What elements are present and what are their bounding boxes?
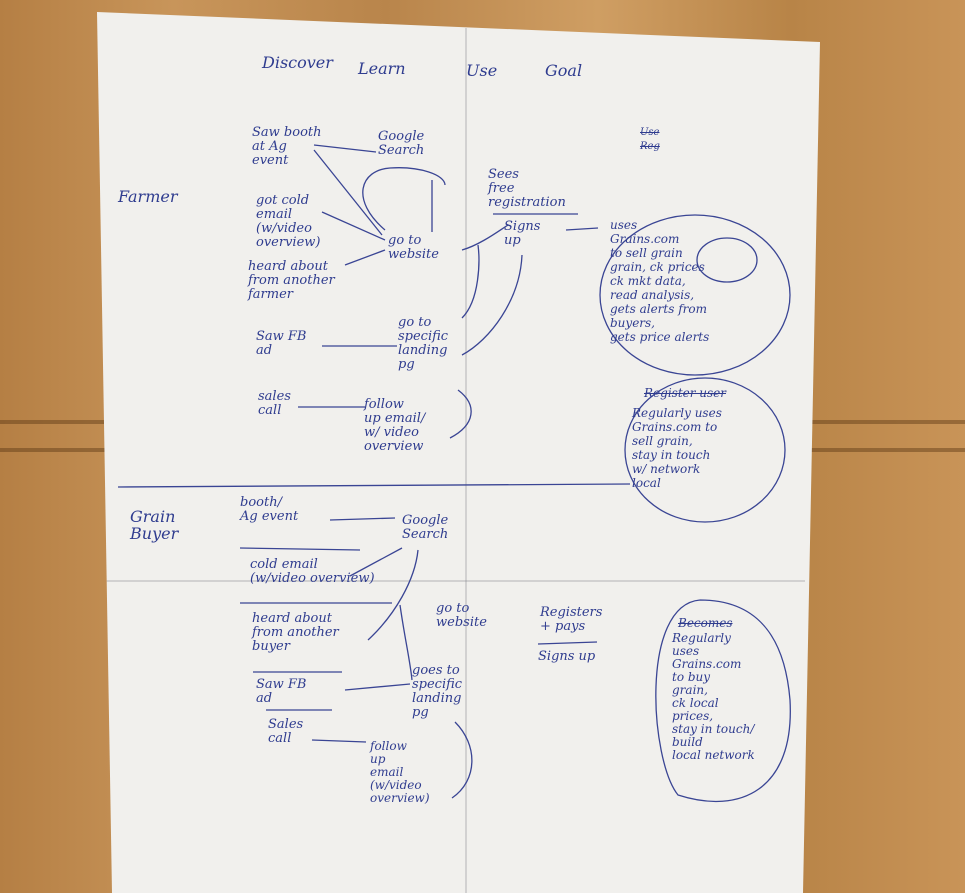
connector xyxy=(349,547,403,577)
connector xyxy=(461,244,480,319)
column-header-learn: Learn xyxy=(358,59,406,78)
buyer-goal-regularly: Regularly uses Grains.com to buy grain, … xyxy=(672,631,755,762)
connector xyxy=(449,389,472,439)
goal-bubble xyxy=(599,214,791,376)
column-header-discover: Discover xyxy=(262,53,333,72)
buyer-sales-call: Sales call xyxy=(268,717,304,746)
vertical-fold xyxy=(465,28,467,893)
connector xyxy=(367,549,419,641)
farmer-sales-call: sales call xyxy=(258,389,291,418)
farmer-google-search: Google Search xyxy=(378,129,425,158)
connector xyxy=(311,739,367,743)
connector xyxy=(451,721,473,799)
connector xyxy=(344,683,411,691)
row-label-farmer: Farmer xyxy=(118,187,178,206)
connector xyxy=(313,149,383,236)
buyer-landing-pg: goes to specific landing pg xyxy=(412,663,463,720)
buyer-heard-about: heard about from another buyer xyxy=(252,611,339,654)
connector xyxy=(565,227,599,231)
buyer-google-search: Google Search xyxy=(402,513,449,542)
farmer-cold-email: got cold email (w/video overview) xyxy=(256,193,321,250)
column-header-use: Use xyxy=(466,61,498,80)
farmer-landing-pg: go to specific landing pg xyxy=(398,315,449,372)
underline xyxy=(239,547,361,551)
buyer-follow-up: follow up email (w/video overview) xyxy=(370,739,430,805)
goal-bubble xyxy=(624,377,786,523)
goal-bubble xyxy=(655,599,791,803)
farmer-signs-up: Signs up xyxy=(504,219,541,248)
farmer-goal-uses: uses Grains.com to sell grain grain, ck … xyxy=(610,218,710,344)
farmer-heard-about: heard about from another farmer xyxy=(248,259,335,302)
connector xyxy=(321,211,386,241)
connector xyxy=(461,224,509,251)
connector xyxy=(461,254,523,356)
buyer-go-to-website: go to website xyxy=(436,601,487,630)
row-label-grain-buyer: Grain Buyer xyxy=(130,507,179,543)
buyer-signs-up: Signs up xyxy=(538,649,596,664)
farmer-go-to-website: go to website xyxy=(388,233,439,262)
buyer-cold-email: cold email (w/video overview) xyxy=(250,557,375,586)
farmer-saw-fb: Saw FB ad xyxy=(256,329,307,358)
underline xyxy=(537,641,598,645)
farmer-follow-up: follow up email/ w/ video overview xyxy=(364,397,426,454)
connector xyxy=(399,604,413,681)
connector xyxy=(362,167,446,231)
buyer-goal-strike: Becomes xyxy=(678,616,733,630)
farmer-saw-booth: Saw booth at Ag event xyxy=(252,125,322,168)
column-header-goal: Goal xyxy=(545,61,583,80)
row-divider xyxy=(117,483,631,488)
connector xyxy=(344,249,386,266)
horizontal-fold xyxy=(100,580,805,582)
connector xyxy=(313,144,377,153)
buyer-saw-fb: Saw FB ad xyxy=(256,677,307,706)
buyer-registers: Registers + pays xyxy=(540,605,603,634)
corner-scribble: Use Reg xyxy=(640,127,660,152)
connector xyxy=(329,517,396,521)
farmer-sees-free: Sees free registration xyxy=(488,167,566,210)
farmer-goal-regularly: Regularly uses Grains.com to sell grain,… xyxy=(632,406,722,490)
buyer-booth: booth/ Ag event xyxy=(240,495,299,524)
circled-word xyxy=(696,237,758,283)
farmer-goal-strike: Register user xyxy=(644,386,727,400)
